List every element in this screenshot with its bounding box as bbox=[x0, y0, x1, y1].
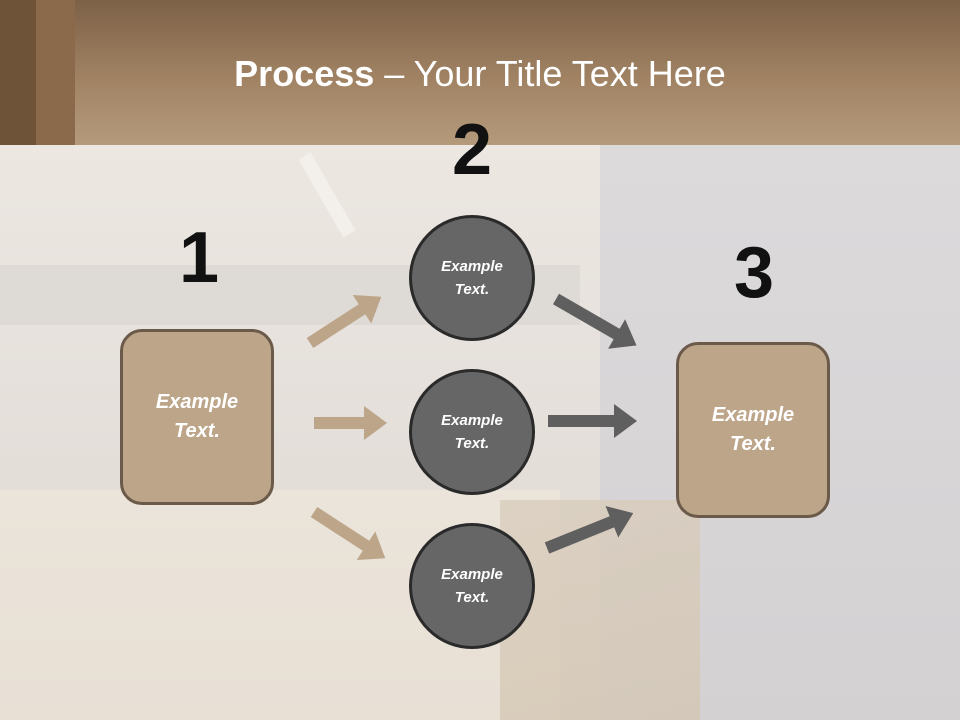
circle-text-middle: Example Text. bbox=[441, 412, 503, 452]
title-bold: Process bbox=[234, 53, 375, 94]
circle-text-bottom: Example Text. bbox=[441, 566, 503, 606]
arrow-up-right bbox=[306, 294, 382, 349]
header-band bbox=[0, 0, 960, 145]
left-step-box: Example Text. bbox=[120, 329, 274, 505]
arrow-up-right-2 bbox=[544, 506, 634, 554]
left-step-text: Example Text. bbox=[155, 391, 239, 442]
arrow-right-2 bbox=[548, 404, 637, 438]
step-circle-middle: Example Text. bbox=[409, 369, 535, 495]
background-floor bbox=[500, 500, 700, 720]
arrow-right bbox=[314, 406, 387, 440]
arrow-down-right-2 bbox=[553, 293, 637, 349]
step-number-2: 2 bbox=[451, 110, 493, 190]
circle-text-top: Example Text. bbox=[441, 258, 503, 298]
right-step-box: Example Text. bbox=[676, 342, 830, 518]
right-step-text: Example Text. bbox=[711, 404, 795, 455]
slide-title: Process – Your Title Text Here bbox=[0, 52, 960, 96]
left-arrows bbox=[306, 294, 387, 561]
title-rest: – Your Title Text Here bbox=[374, 53, 726, 94]
step-number-3: 3 bbox=[733, 233, 775, 313]
arrow-down-right bbox=[310, 506, 386, 561]
header-stripe bbox=[0, 0, 75, 145]
right-arrows bbox=[544, 293, 637, 554]
step-circle-bottom: Example Text. bbox=[409, 523, 535, 649]
step-number-1: 1 bbox=[178, 218, 220, 298]
step-circle-top: Example Text. bbox=[409, 215, 535, 341]
